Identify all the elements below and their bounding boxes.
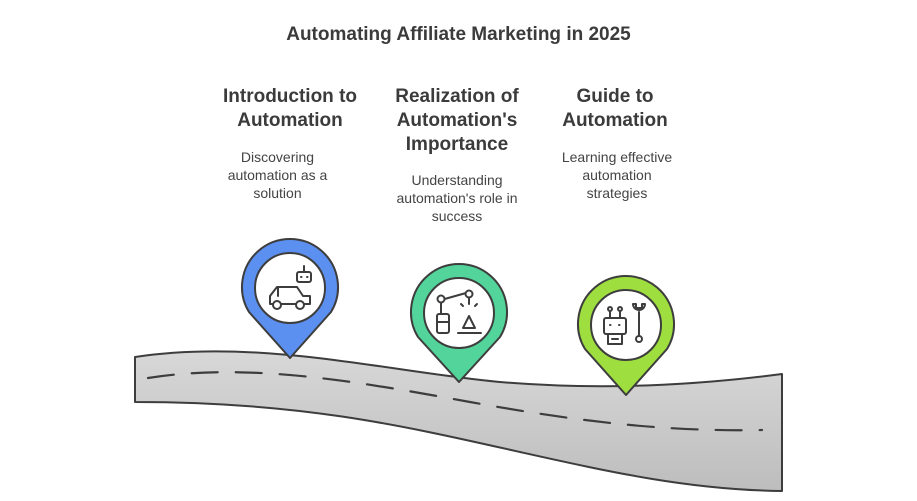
milestone-2-desc-line-3: success <box>431 208 483 224</box>
milestone-1-desc-line-3: solution <box>253 185 302 201</box>
robotic-arm-icon <box>436 289 482 334</box>
milestone-1-heading-line-2: Automation <box>237 110 343 131</box>
milestone-2-pin-face <box>423 277 495 349</box>
milestone-3-heading-line-1: Guide to <box>576 86 654 107</box>
milestone-2-heading-line-3: Importance <box>405 134 509 155</box>
milestone-3-description: Learning effective automation strategies <box>537 148 697 202</box>
milestone-1-heading-line-1: Introduction to <box>222 86 358 107</box>
milestone-2-desc-line-1: Understanding <box>411 172 503 188</box>
diagram-title: Automating Affiliate Marketing in 2025 <box>286 24 631 45</box>
milestone-2-heading-line-2: Automation's <box>396 110 518 131</box>
robot-wrench-icon <box>603 303 646 345</box>
milestone-3-heading-line-2: Automation <box>562 110 668 131</box>
milestone-2-pin <box>410 263 508 383</box>
car-robot-icon <box>269 265 312 310</box>
milestone-3-heading: Guide to Automation <box>520 85 710 133</box>
milestone-1-pin <box>241 238 339 359</box>
milestone-3-pin <box>577 275 675 396</box>
milestone-3-desc-line-2: automation <box>582 167 652 183</box>
milestone-2-description: Understanding automation's role in succe… <box>372 171 542 225</box>
road-centerline <box>146 371 764 432</box>
milestone-2-heading: Realization of Automation's Importance <box>362 85 552 157</box>
milestone-3-desc-line-3: strategies <box>586 185 648 201</box>
milestone-3-desc-line-1: Learning effective <box>561 149 673 165</box>
milestone-2-heading-line-1: Realization of <box>395 86 519 107</box>
milestone-1-desc-line-1: Discovering <box>240 149 315 165</box>
milestone-2-desc-line-2: automation's role in <box>396 190 518 206</box>
milestone-1-heading: Introduction to Automation <box>195 85 385 133</box>
milestone-1-description: Discovering automation as a solution <box>195 148 360 202</box>
milestone-1-desc-line-2: automation as a <box>227 167 328 183</box>
